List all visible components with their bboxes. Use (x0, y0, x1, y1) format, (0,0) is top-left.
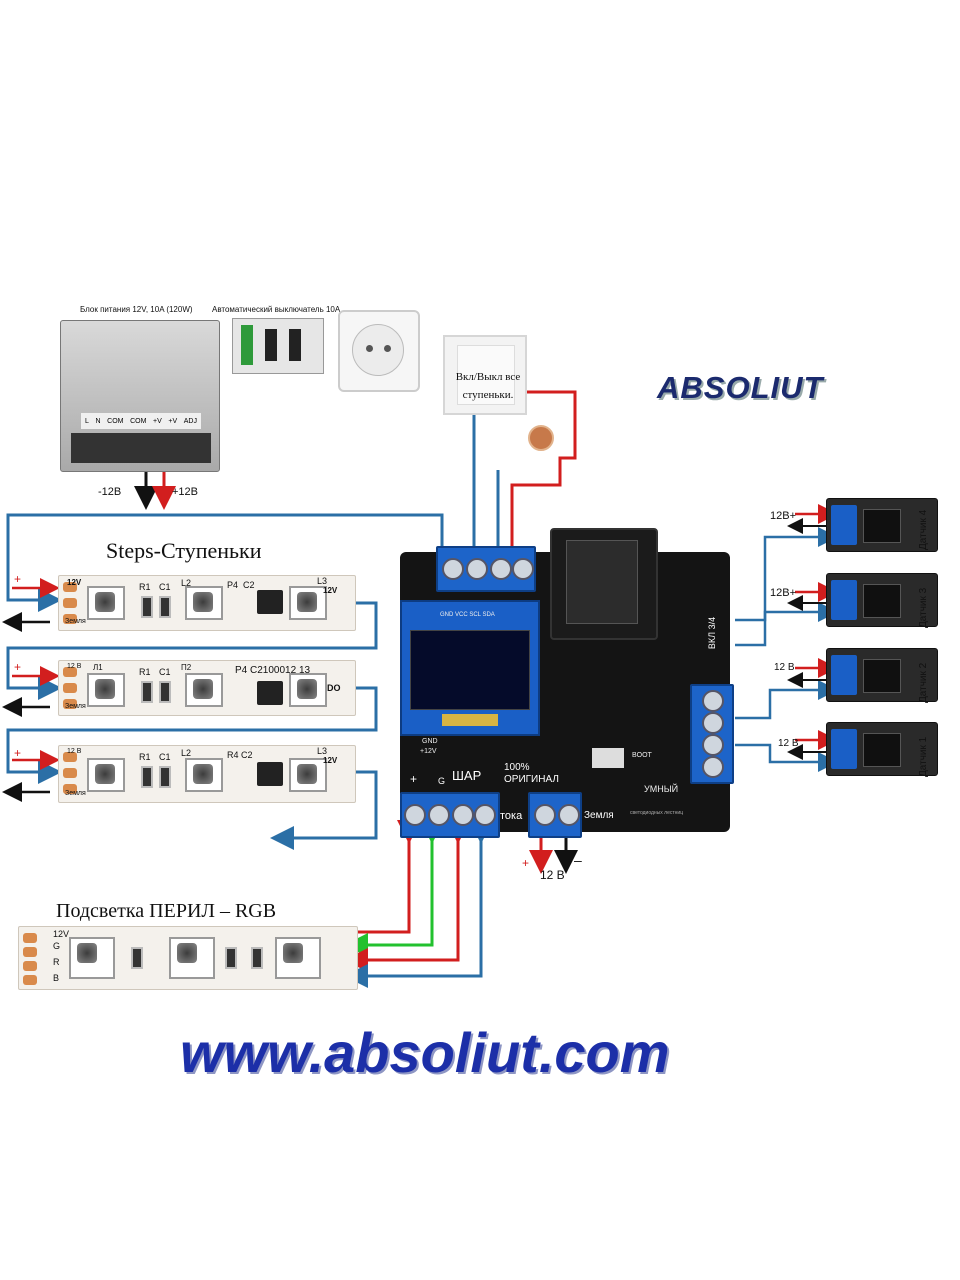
sensor3-wire (735, 602, 838, 647)
power-label: 12 В (540, 868, 565, 882)
esp32-module (550, 528, 658, 640)
usb-port (592, 748, 624, 768)
rgb-terminal-block (400, 792, 500, 838)
sensor-3 (826, 573, 938, 627)
sensor2-wire (735, 680, 838, 720)
psu-terminal-block (71, 433, 211, 463)
psu-title: Блок питания 12V, 10A (120W) (80, 305, 193, 314)
wall-switch[interactable] (443, 335, 527, 415)
power-minus: – (574, 852, 582, 868)
steps-title: Steps-Ступеньки (106, 538, 262, 563)
power-terminal-block (528, 792, 582, 838)
strip1-minus: – (14, 610, 21, 624)
wall-socket (338, 310, 420, 392)
breaker-title: Автоматический выключатель 10A (212, 305, 341, 314)
psu-plus-label: +12В (172, 486, 198, 498)
sensor-1 (826, 722, 938, 776)
led-strip-3: 12 В Земля R1 C1 L2 R4 C2 L3 12V (58, 745, 356, 803)
sensor-2 (826, 648, 938, 702)
top-terminal-block (436, 546, 536, 592)
rgb-b-wire (344, 820, 493, 988)
photoresistor (528, 425, 554, 451)
strip1-to-strip2 (6, 601, 378, 700)
strip3-minus: – (14, 780, 21, 794)
led-strip-1: 12V Земля R1 C1 L2 P4 C2 L3 12V (58, 575, 356, 631)
strip3-continue (270, 770, 378, 850)
strip1-plus: + (14, 572, 22, 586)
switch-label: Вкл/Выкл все ступеньки. (455, 371, 521, 401)
oled-display: GND VCC SCL SDA (400, 600, 540, 736)
steps-data-wire (6, 513, 444, 612)
strip2-plus: + (14, 660, 22, 674)
strip2-to-strip3 (6, 686, 378, 784)
rgb-title: Подсветка ПЕРИЛ – RGB (56, 900, 277, 922)
psu-minus-label: -12В (98, 486, 122, 498)
psu-label-plate: L N COM COM +V +V ADJ (81, 413, 201, 429)
sensor4-wire (735, 527, 838, 622)
circuit-breaker (232, 318, 324, 374)
sensor-4 (826, 498, 938, 552)
led-strip-2: 12 В Земля Л1 R1 C1 П2 P4 C2100012 13 DO (58, 660, 356, 716)
strip2-minus: – (14, 695, 21, 709)
absoliut-logo: ABSOLIUT (657, 370, 824, 405)
rgb-g-wire (344, 820, 444, 957)
switch-wire-red (510, 390, 577, 548)
power-supply: L N COM COM +V +V ADJ (60, 320, 220, 472)
power-plus: + (522, 856, 530, 870)
rgb-strip: 12V G R B (18, 926, 358, 990)
rgb-r-wire (344, 820, 470, 972)
rgb-12v-wire (356, 820, 421, 934)
sensor1-wire (735, 743, 838, 772)
sensor-terminal-block (690, 684, 734, 784)
controller-board: GND VCC SCL SDA GND +12V ШАР G + 100% ОР… (400, 528, 734, 838)
strip3-plus: + (14, 746, 22, 760)
website-url[interactable]: www.absoliut.com (180, 1021, 670, 1084)
